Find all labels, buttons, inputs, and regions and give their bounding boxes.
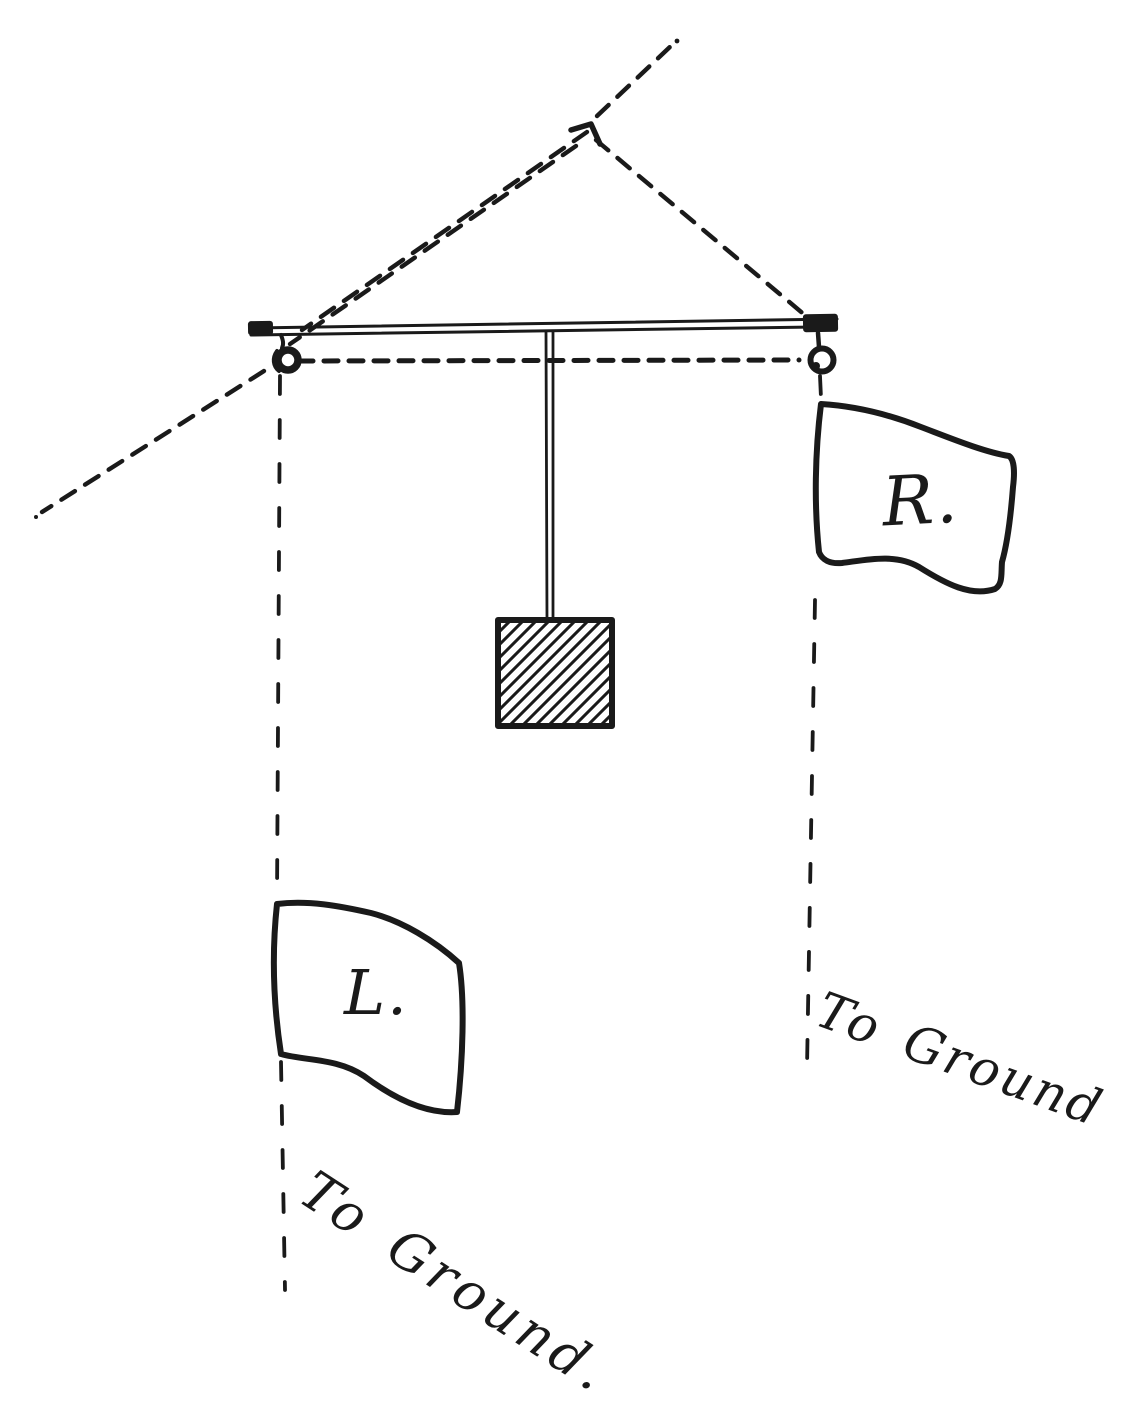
crossbar-right-cap	[802, 313, 839, 333]
center-rod	[544, 329, 555, 623]
left-pulley-ring	[274, 346, 302, 374]
right-rope-lower	[805, 598, 817, 1070]
right-pulley	[807, 330, 837, 375]
left-flag-label: L.	[343, 956, 409, 1029]
apex-mark	[568, 121, 603, 147]
halyard-upper-right-segment	[594, 42, 675, 119]
right-pulley-axle-dot	[812, 362, 820, 370]
right-flag: R.	[812, 401, 1017, 595]
right-ground-label: To Ground	[809, 981, 1112, 1138]
halyard-left-pair-upper	[299, 129, 590, 333]
crossbar-bottom-edge	[249, 325, 817, 337]
right-flag-outline	[812, 401, 1017, 595]
left-flag: L.	[270, 899, 466, 1116]
right-flag-label: R.	[878, 460, 961, 543]
weight-block	[495, 617, 615, 729]
rope-between-pulleys	[296, 357, 802, 364]
right-pulley-ring	[807, 345, 837, 375]
left-flag-outline	[270, 899, 466, 1116]
left-pulley-stem	[279, 333, 286, 350]
center-rod-left-line	[544, 329, 549, 623]
right-ground-rope	[805, 374, 823, 1070]
halyard-upper-right-end-dot	[674, 38, 680, 44]
halyard-dashed-lines	[34, 38, 809, 519]
left-ground-rope	[275, 374, 287, 1292]
crossbar	[247, 313, 839, 337]
left-pulley	[271, 333, 302, 374]
left-rope-lower	[279, 1060, 287, 1292]
halyard-lower-left-segment	[39, 368, 267, 515]
right-rope-upper	[818, 374, 823, 400]
right-pulley-stem	[815, 330, 822, 350]
left-rope-upper	[275, 374, 282, 902]
left-pulley-hook-tail	[271, 349, 281, 373]
left-ground-label: To Ground.	[289, 1160, 622, 1404]
crossbar-left-cap	[247, 320, 274, 336]
halyard-left-pair-lower	[287, 143, 579, 347]
crossbar-top-edge	[249, 317, 839, 330]
halyard-lower-left-end-dot	[34, 515, 38, 519]
halyard-right-segment	[593, 137, 809, 319]
